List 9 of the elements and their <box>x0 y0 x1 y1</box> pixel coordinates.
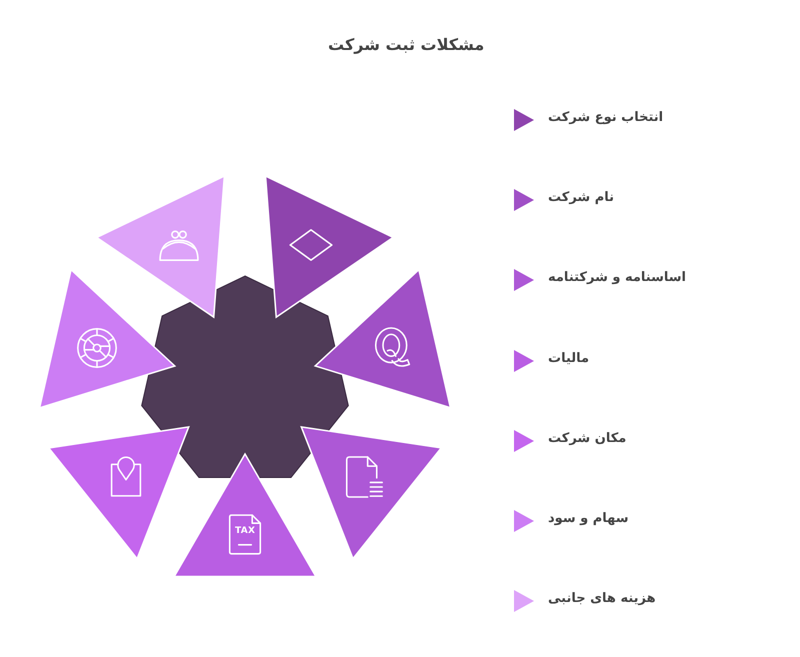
title: مشکلات ثبت شرکت <box>328 34 484 54</box>
legend-label: مالیات <box>548 350 590 366</box>
legend-label: هزینه های جانبی <box>548 591 656 607</box>
legend-label: نام شرکت <box>548 190 614 206</box>
legend-label: اساسنامه و شرکتنامه <box>548 270 686 286</box>
tax-text: TAX <box>235 526 256 536</box>
legend-label: مکان شرکت <box>548 430 626 446</box>
legend-label: سهام و سود <box>548 511 629 527</box>
legend-label: انتخاب نوع شرکت <box>548 110 664 126</box>
